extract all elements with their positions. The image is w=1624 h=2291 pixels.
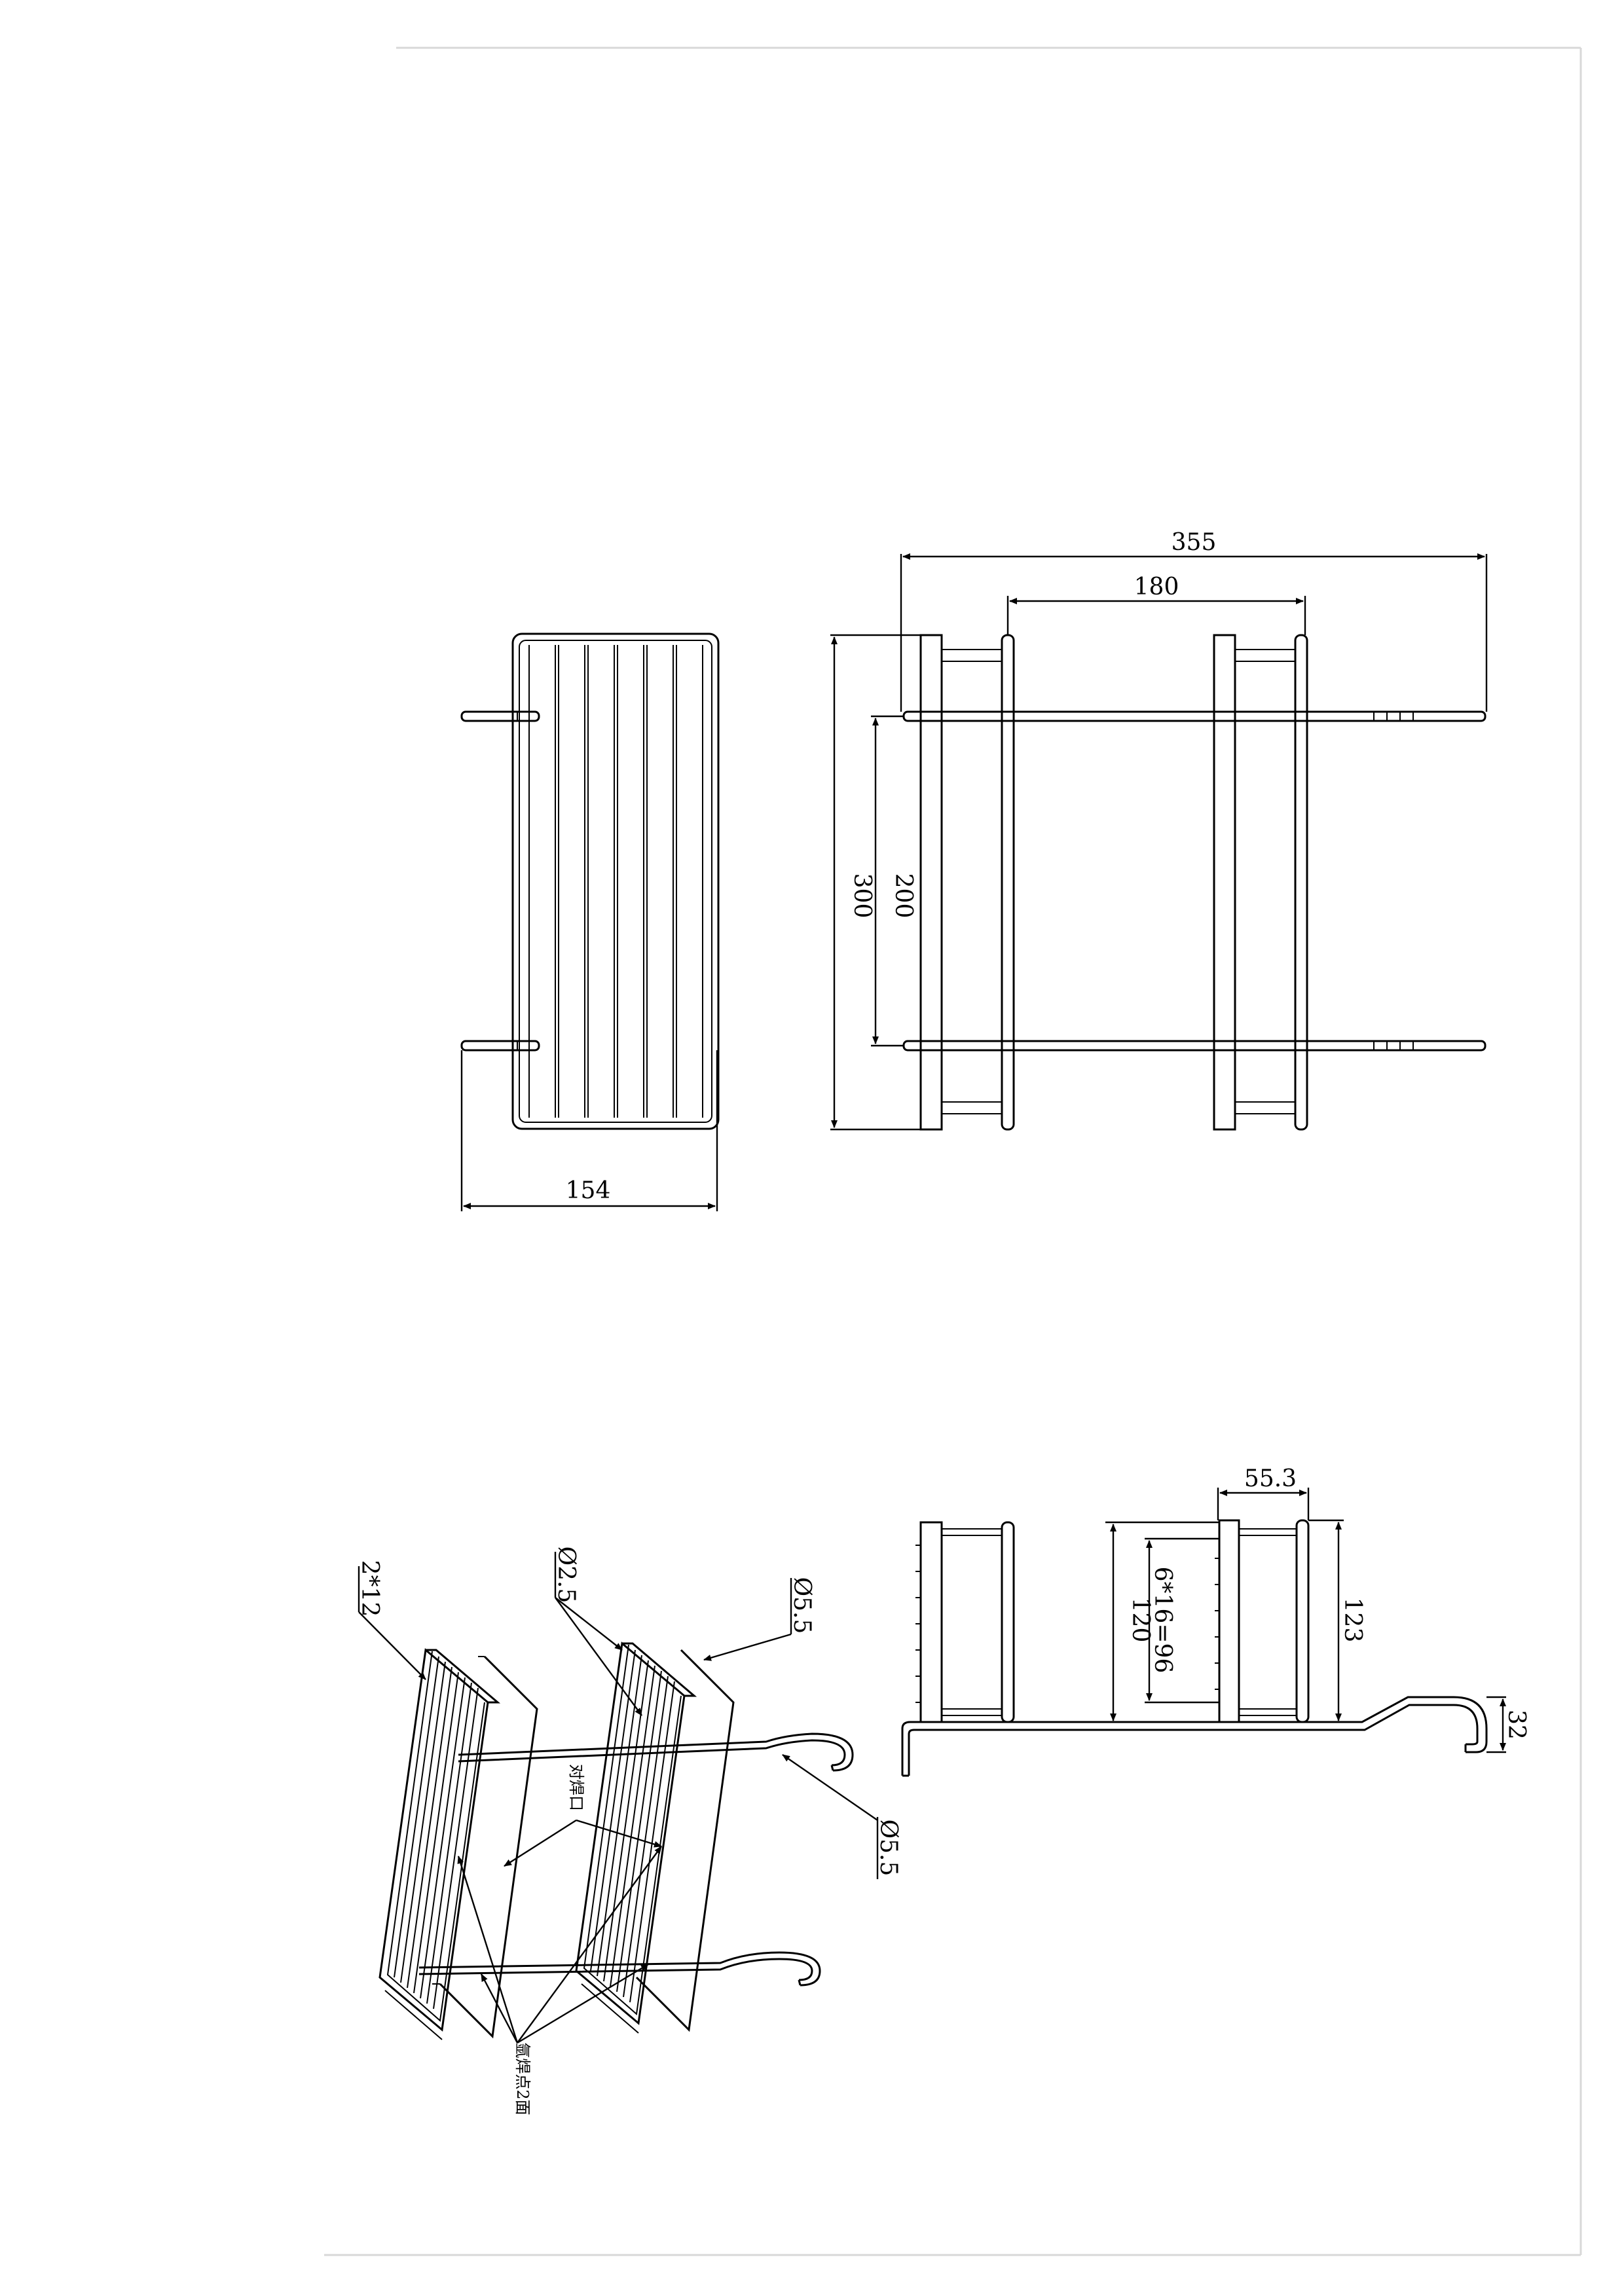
dimension-355: 355 [900,529,1488,712]
top-view: 154 [460,632,720,1211]
callout-label-wire-small: Ø2.5 [553,1547,580,1604]
dimension-label-depth: 154 [566,1177,611,1204]
side-view: 55.3 120 6*16=96 123 32 [901,1465,1530,1777]
drawing-frame [324,46,1582,2256]
top-view-slats [528,645,703,1118]
dimension-label-bar-spacing: 6*16=96 [1149,1567,1176,1674]
dimension-200: 200 [871,715,917,1047]
dimension-300: 300 [830,634,921,1131]
dimension-32: 32 [1486,1696,1530,1753]
dimension-label-total-width: 355 [1172,529,1217,556]
iso-bottom-rail [418,1951,821,1987]
callout-wire-small: Ø2.5 [553,1547,642,1716]
callout-label-wire-large-top: Ø5.5 [788,1577,815,1634]
dimension-123: 123 [1308,1519,1366,1721]
callout-label-wire-large-hook: Ø5.5 [875,1820,902,1877]
dimension-180: 180 [1006,574,1306,635]
top-view-hanger-bars [460,710,540,1052]
callout-flat-bar: 2*12 [356,1560,426,1680]
callout-spot-weld: 氩焊点2面 [457,1846,662,2116]
callout-butt-weld: 对焊口 [504,1764,662,1867]
callout-wire-large-hook: Ø5.5 [782,1754,902,1879]
dimension-6x16: 6*16=96 [1145,1537,1219,1704]
dimension-label-total-height: 300 [849,873,876,919]
dimension-label-inner-height: 200 [890,873,917,919]
callout-label-spot-weld: 氩焊点2面 [513,2042,532,2115]
side-view-ticks-right [1215,1558,1219,1690]
dimension-label-side-height-b: 123 [1339,1598,1366,1643]
dimension-label-side-depth: 55.3 [1244,1465,1297,1492]
isometric-view: 2*12 Ø2.5 Ø5.5 Ø5.5 对焊口 [356,1547,902,2116]
dimension-55-3: 55.3 [1217,1465,1310,1520]
callout-label-butt-weld: 对焊口 [567,1764,585,1811]
iso-top-rail [458,1732,854,1772]
dimension-label-inner-width: 180 [1134,574,1179,600]
iso-right-shelf [575,1641,735,2034]
front-view: 355 180 300 200 [830,529,1488,1131]
dimension-label-hook: 32 [1503,1710,1530,1740]
dimension-154: 154 [460,1050,718,1211]
iso-left-shelf [378,1648,538,2040]
callout-wire-large-top: Ø5.5 [703,1577,815,1661]
side-view-ticks [915,1545,921,1703]
callout-label-flat-bar: 2*12 [356,1560,383,1617]
